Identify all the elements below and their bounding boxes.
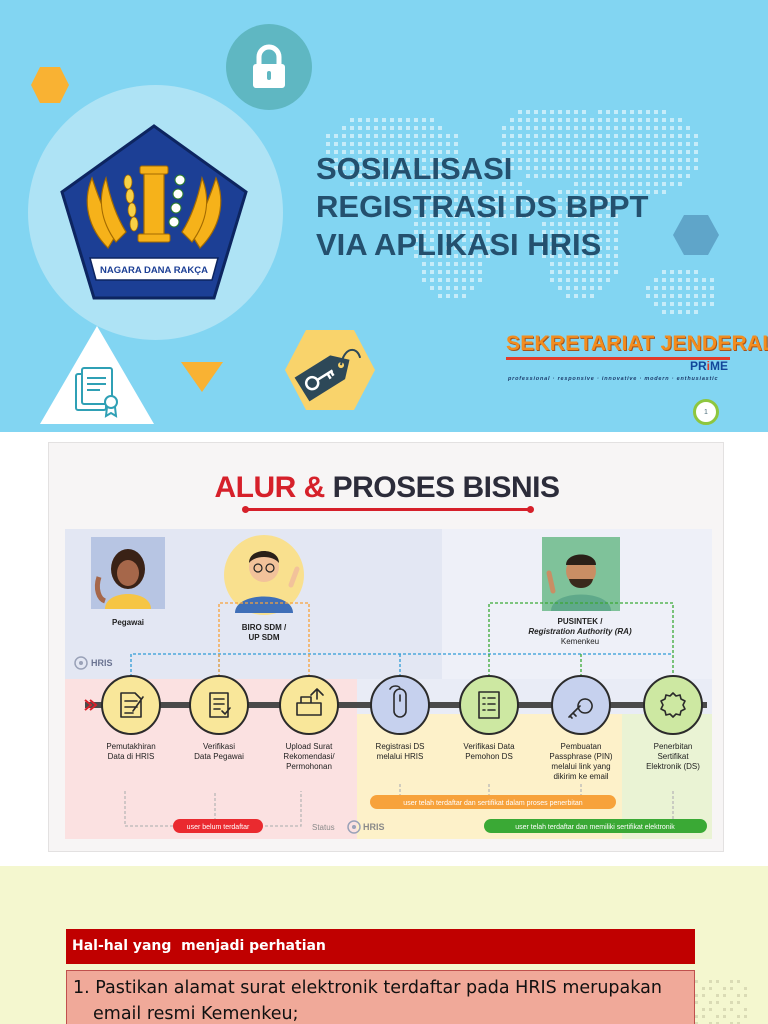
hris-label: HRIS (74, 656, 113, 670)
key-tag-icon (285, 330, 375, 410)
process-step-icon (209, 692, 231, 718)
process-step-label-line: Data di HRIS (108, 752, 155, 761)
actor-name-pusintek: PUSINTEK / (558, 617, 604, 626)
status-hris-text: HRIS (363, 822, 385, 832)
notes-header: Hal-hal yang menjadi perhatian (66, 929, 695, 964)
actor-name-biro-sdm: BIRO SDM / (242, 623, 287, 632)
process-step-label-line: dikirim ke email (553, 772, 608, 781)
sekretariat-jenderal-brand: SEKRETARIAT JENDERAL PRiME professional … (506, 332, 768, 382)
process-step-label-line: Data Pegawai (194, 752, 244, 761)
slide-heading: ALUR & PROSES BISNIS (49, 471, 723, 505)
lock-badge (226, 24, 312, 110)
brand-prime: PRiME (690, 359, 728, 373)
orange-triangle-decoration (181, 362, 223, 392)
process-step-circle (279, 675, 339, 735)
orange-hexagon-decoration (31, 67, 69, 103)
pill-orange-text: user telah terdaftar dan sertifikat dala… (403, 800, 582, 807)
notes-item-1: 1. Pastikan alamat surat elektronik terd… (66, 970, 695, 1024)
process-step-label-line: Rekomendasi/ (283, 752, 335, 761)
pill-green-text: user telah terdaftar dan memiliki sertif… (515, 824, 675, 831)
page-number-badge: 1 (693, 399, 719, 425)
process-step-label-line: melalui HRIS (377, 752, 424, 761)
blue-hexagon-decoration (673, 215, 719, 255)
title-line-2: REGISTRASI DS BPPT (316, 189, 649, 224)
hris-text: HRIS (91, 658, 113, 668)
actor-name-ra: Registration Authority (RA) (528, 627, 632, 636)
process-step-icon (120, 692, 144, 718)
actor-name-biro-sdm-2: UP SDM (249, 633, 280, 642)
heading-part-dark: PROSES BISNIS (332, 471, 560, 504)
process-step-circle (459, 675, 519, 735)
process-step-label-line: Pembuatan (561, 742, 602, 751)
process-step-circle (370, 675, 430, 735)
pill-red-text: user belum terdaftar (187, 824, 250, 831)
process-step-icon (296, 688, 324, 716)
actor-pusintek: PUSINTEK / Registration Authority (RA) K… (528, 537, 632, 646)
process-step-label-line: Elektronik (DS) (646, 762, 700, 771)
process-step-label-line: Pemohon DS (465, 752, 513, 761)
brand-underline (506, 357, 730, 360)
business-process-slide: ALUR & PROSES BISNIS Pegawai BIRO SDM / (48, 442, 724, 852)
actor-biro-sdm: BIRO SDM / UP SDM (224, 535, 304, 642)
title-line-1: SOSIALISASI (316, 151, 513, 186)
actor-name-pegawai: Pegawai (112, 618, 144, 627)
status-hris-label: Status HRIS (312, 820, 385, 834)
status-text: Status (312, 823, 335, 832)
notes-item-1-line-2: email resmi Kemenkeu; (93, 1004, 299, 1024)
process-step-label-line: Penerbitan (654, 742, 693, 751)
emblem-motto: NAGARA DANA RAKÇA (100, 265, 208, 276)
process-flow-diagram: Pegawai BIRO SDM / UP SDM PUSINTEK / Reg… (65, 529, 712, 839)
process-step-label-line: Passphrase (PIN) (549, 752, 612, 761)
prime-suffix: ME (710, 359, 728, 373)
process-step-label-line: Registrasi DS (376, 742, 425, 751)
pill-orange: user telah terdaftar dan sertifikat dala… (370, 795, 616, 809)
cover-slide: NAGARA DANA RAKÇA (0, 0, 768, 432)
document-certificate-icon (40, 326, 154, 424)
zone-certified (622, 714, 712, 839)
presentation-title: SOSIALISASI REGISTRASI DS BPPT VIA APLIK… (316, 150, 736, 264)
process-step-icon (389, 685, 407, 718)
heading-part-red: ALUR & (214, 471, 333, 504)
process-step-label-line: Pemutakhiran (106, 742, 155, 751)
pill-green: user telah terdaftar dan memiliki sertif… (484, 819, 707, 833)
world-map-dots (326, 110, 714, 314)
brand-tagline: professional · responsive · innovative ·… (508, 376, 719, 382)
pusintek-connector (488, 602, 674, 692)
heading-underline (242, 506, 534, 513)
prime-prefix: PR (689, 359, 707, 373)
timeline-arrow (84, 699, 98, 711)
brand-name: SEKRETARIAT JENDERAL (506, 332, 768, 355)
prime-i: i (706, 359, 710, 373)
notes-slide: Hal-hal yang menjadi perhatian 1. Pastik… (0, 866, 768, 1024)
title-line-3: VIA APLIKASI HRIS (316, 227, 602, 262)
actor-pegawai: Pegawai (91, 537, 165, 627)
process-step-icon (660, 692, 686, 718)
process-step-circle (101, 675, 161, 735)
process-step-label-line: Upload Surat (286, 742, 333, 751)
process-step-label-line: Permohonan (286, 762, 332, 771)
process-step-icon (568, 698, 593, 719)
process-step-label-line: Verifikasi Data (463, 742, 515, 751)
lock-icon (253, 44, 285, 88)
process-step-label-line: Verifikasi (203, 742, 235, 751)
process-step-label-line: melalui link yang (551, 762, 610, 771)
process-step-circle (189, 675, 249, 735)
process-step-label-line: Sertifikat (657, 752, 689, 761)
actor-name-kemenkeu: Kemenkeu (561, 637, 599, 646)
kemenkeu-emblem-logo: NAGARA DANA RAKÇA (60, 124, 248, 300)
process-step-circle (551, 675, 611, 735)
process-step-icon (478, 691, 500, 719)
pill-red: user belum terdaftar (173, 819, 263, 833)
process-step-circle (643, 675, 703, 735)
notes-item-1-line-1: 1. Pastikan alamat surat elektronik terd… (73, 978, 662, 998)
